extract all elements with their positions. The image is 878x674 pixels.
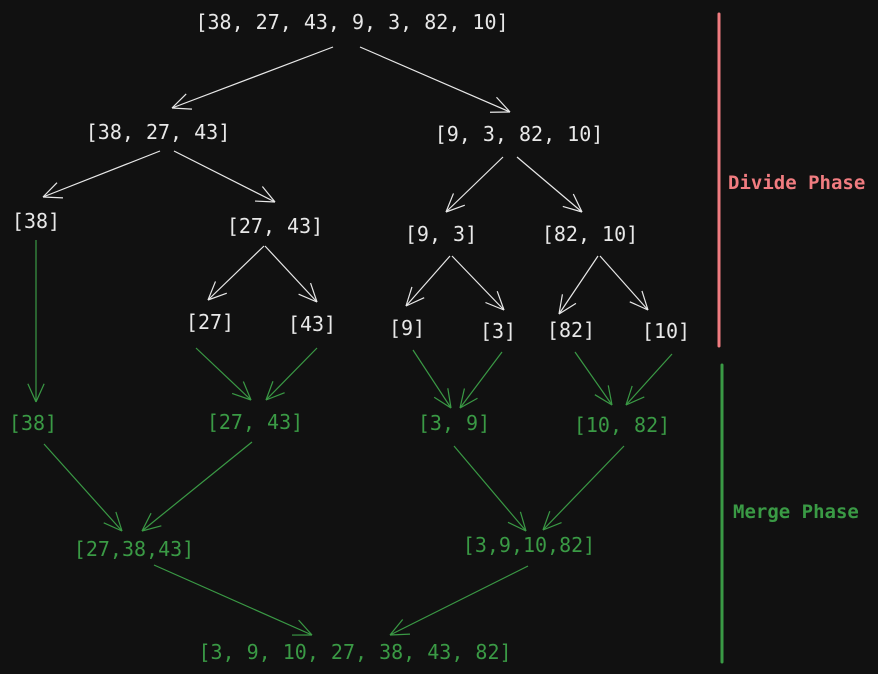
- node-m1: [27, 43]: [206, 410, 304, 434]
- node-m4: [27,38,43]: [73, 537, 195, 561]
- arrow-d2-d5: [445, 156, 504, 213]
- node-d9: [9]: [388, 316, 426, 340]
- arrow-d5-d10: [451, 255, 505, 311]
- arrow-d10-m2: [459, 351, 503, 409]
- arrow-d2-d6: [516, 156, 583, 213]
- arrow-d11-m3: [574, 351, 613, 406]
- node-m6: [3, 9, 10, 27, 38, 43, 82]: [198, 640, 512, 664]
- node-d8: [43]: [287, 312, 337, 336]
- arrow-d4-d8: [264, 245, 318, 303]
- arrow-d6-d11: [558, 255, 599, 315]
- arrow-d8-m1: [265, 347, 318, 401]
- node-d0: [38, 27, 43, 9, 3, 82, 10]: [195, 10, 509, 34]
- arrow-d7-m1: [195, 347, 252, 401]
- node-d6: [82, 10]: [541, 222, 639, 246]
- arrow-d1-d3: [42, 150, 161, 199]
- node-m5: [3,9,10,82]: [462, 533, 596, 557]
- node-d1: [38, 27, 43]: [85, 120, 231, 144]
- arrow-m0-m4: [43, 443, 123, 532]
- arrow-m3-m5: [542, 445, 625, 531]
- arrow-d1-d4: [173, 150, 276, 203]
- arrow-m4-m6: [153, 564, 313, 636]
- arrow-d6-d12: [599, 255, 649, 311]
- node-d4: [27, 43]: [226, 214, 324, 238]
- arrow-m5-m6: [389, 565, 529, 636]
- arrow-d3-m0: [27, 240, 45, 403]
- arrow-m2-m5: [453, 445, 527, 532]
- arrow-d12-m3: [625, 353, 673, 406]
- arrow-d0-d2: [359, 46, 511, 113]
- node-m0: [38]: [8, 411, 58, 435]
- node-d5: [9, 3]: [404, 222, 478, 246]
- arrow-d0-d1: [171, 46, 334, 110]
- node-d10: [3]: [479, 319, 517, 343]
- merge-phase-label: Merge Phase: [733, 501, 859, 523]
- divide-phase-label: Divide Phase: [728, 172, 866, 194]
- arrow-m1-m4: [141, 441, 253, 532]
- node-d12: [10]: [641, 319, 691, 343]
- node-d7: [27]: [185, 310, 235, 334]
- arrow-d9-m2: [412, 349, 452, 409]
- node-d11: [82]: [546, 318, 596, 342]
- node-d3: [38]: [11, 209, 61, 233]
- arrow-d5-d9: [405, 255, 451, 307]
- arrow-d4-d7: [207, 245, 265, 301]
- node-d2: [9, 3, 82, 10]: [434, 122, 604, 146]
- node-m3: [10, 82]: [573, 413, 671, 437]
- node-m2: [3, 9]: [417, 411, 491, 435]
